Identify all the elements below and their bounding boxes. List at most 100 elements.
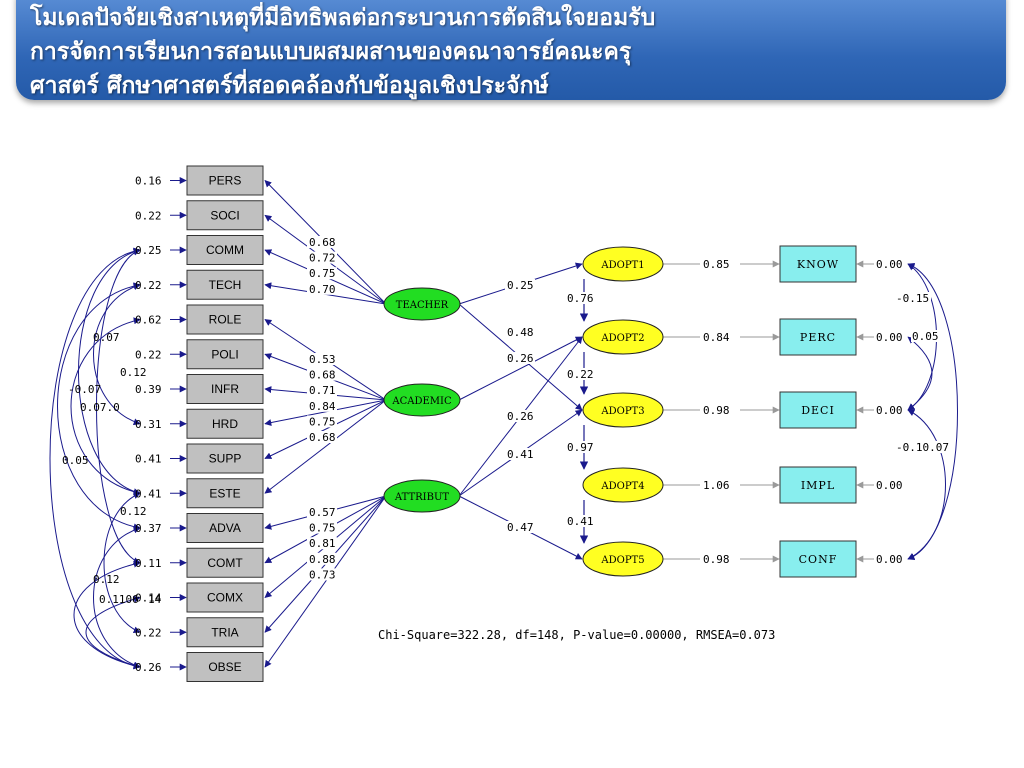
covariance-arc <box>70 317 141 496</box>
label-backdrop <box>505 326 535 338</box>
covariance-value: 0.12 <box>93 573 120 586</box>
covariance-arc <box>73 560 141 670</box>
covariance-arc <box>85 595 141 669</box>
indicator-label: COMT <box>207 556 243 570</box>
indicator-box <box>186 165 264 196</box>
label-backdrop <box>307 537 337 550</box>
endogenous-latent <box>582 392 664 428</box>
error-variance: 0.39 <box>135 383 162 396</box>
path-coefficient: 0.22 <box>567 368 594 381</box>
label-backdrop <box>700 476 740 489</box>
loading-value: 0.71 <box>309 384 336 397</box>
indicator-box <box>186 652 264 682</box>
indicator-label: COMX <box>207 591 243 605</box>
path-coefficient: 0.97 <box>567 441 594 454</box>
indicator-box <box>186 408 264 439</box>
covariance-value: -0.15 <box>896 292 929 305</box>
title-line: การจัดการเรียนการสอนแบบผสมผสานของคณาจารย… <box>30 39 632 65</box>
label-backdrop <box>307 552 337 565</box>
indicator-box <box>186 339 264 370</box>
covariance-arc <box>96 248 141 564</box>
outcome-error: 0.00 <box>876 479 903 492</box>
outcome-label: CONF <box>799 553 838 566</box>
label-backdrop <box>307 506 337 518</box>
outcome-error: 0.00 <box>876 258 903 271</box>
covariance-value: 0.05 <box>912 330 939 343</box>
indicator-box <box>186 374 264 404</box>
error-variance: 0.16 <box>135 175 162 188</box>
loading-path <box>264 495 387 668</box>
indicator-box <box>186 269 264 300</box>
covariance-value: 0.1106 <box>99 593 139 606</box>
indicator-label: ADVA <box>209 521 241 535</box>
endogenous-latent <box>582 319 664 355</box>
outcome-error: 0.00 <box>876 331 903 344</box>
loading-value: 0.68 <box>309 431 336 444</box>
indicator-label: SUPP <box>209 452 242 466</box>
covariance-arc <box>907 336 933 411</box>
loading-value: 0.84 <box>309 400 336 413</box>
exogenous-latent-label: ATTRIBUT <box>394 492 449 503</box>
loading-value: 0.53 <box>309 353 336 366</box>
title-line: โมเดลปัจจัยเชิงสาเหตุที่มีอิทธิพลต่อกระบ… <box>30 5 656 31</box>
loading-value: 0.88 <box>309 553 336 566</box>
fit-statistics: Chi-Square=322.28, df=148, P-value=0.000… <box>378 628 775 642</box>
path-coefficient: 0.76 <box>567 292 594 305</box>
label-backdrop <box>911 330 941 342</box>
label-backdrop <box>505 410 535 422</box>
indicator-box <box>186 582 264 613</box>
label-backdrop <box>307 251 337 264</box>
endogenous-latent-label: ADOPT3 <box>600 406 644 417</box>
label-backdrop <box>505 521 535 533</box>
outcome-loading: 0.84 <box>703 331 730 344</box>
covariance-value: 0.07.0 <box>80 401 120 414</box>
endogenous-latent-label: ADOPT5 <box>600 555 644 566</box>
outcome-box <box>779 466 857 504</box>
indicator-label: ROLE <box>209 313 242 327</box>
loading-value: 0.68 <box>309 369 336 382</box>
path-coefficient: 0.41 <box>507 448 534 461</box>
label-backdrop <box>307 353 337 365</box>
covariance-value: 0.05 <box>62 454 89 467</box>
covariance-arc <box>78 248 141 496</box>
error-variance: 0.22 <box>135 209 162 222</box>
exogenous-latent <box>383 383 461 417</box>
label-backdrop <box>307 368 337 381</box>
error-variance: 0.26 <box>135 661 162 674</box>
indicator-box <box>186 617 264 648</box>
indicator-box <box>186 513 264 543</box>
label-backdrop <box>307 267 337 280</box>
covariance-value: 14 <box>148 593 162 606</box>
covariance-arc <box>907 262 958 561</box>
covariance-arc <box>57 282 141 531</box>
indicator-label: TECH <box>209 278 242 292</box>
indicator-label: ESTE <box>209 486 240 500</box>
label-backdrop <box>307 399 337 412</box>
label-backdrop <box>505 352 535 364</box>
outcome-loading: 0.98 <box>703 404 730 417</box>
outcome-box <box>779 318 857 356</box>
path-coefficient: 0.26 <box>507 352 534 365</box>
label-backdrop <box>895 441 952 453</box>
label-backdrop <box>307 384 337 397</box>
label-backdrop <box>700 401 740 414</box>
outcome-label: DECI <box>801 404 835 417</box>
label-backdrop <box>565 515 595 527</box>
label-backdrop <box>565 292 595 304</box>
outcome-error: 0.00 <box>876 553 903 566</box>
covariance-arc <box>103 492 141 634</box>
label-backdrop <box>307 236 337 248</box>
node-layer: PERSSOCICOMMTECHROLEPOLIINFRHRDSUPPESTEA… <box>186 165 857 682</box>
outcome-box <box>779 540 857 578</box>
error-variance: 0.31 <box>135 418 162 431</box>
outcome-label: PERC <box>800 331 836 344</box>
exogenous-latent <box>383 287 461 321</box>
path-layer <box>170 177 874 671</box>
indicator-label: SOCI <box>210 208 239 222</box>
endogenous-latent-label: ADOPT4 <box>600 481 644 492</box>
indicator-label: TRIA <box>211 625 238 639</box>
structural-path <box>458 336 583 401</box>
label-backdrop <box>895 292 931 304</box>
covariance-arc <box>907 409 946 560</box>
